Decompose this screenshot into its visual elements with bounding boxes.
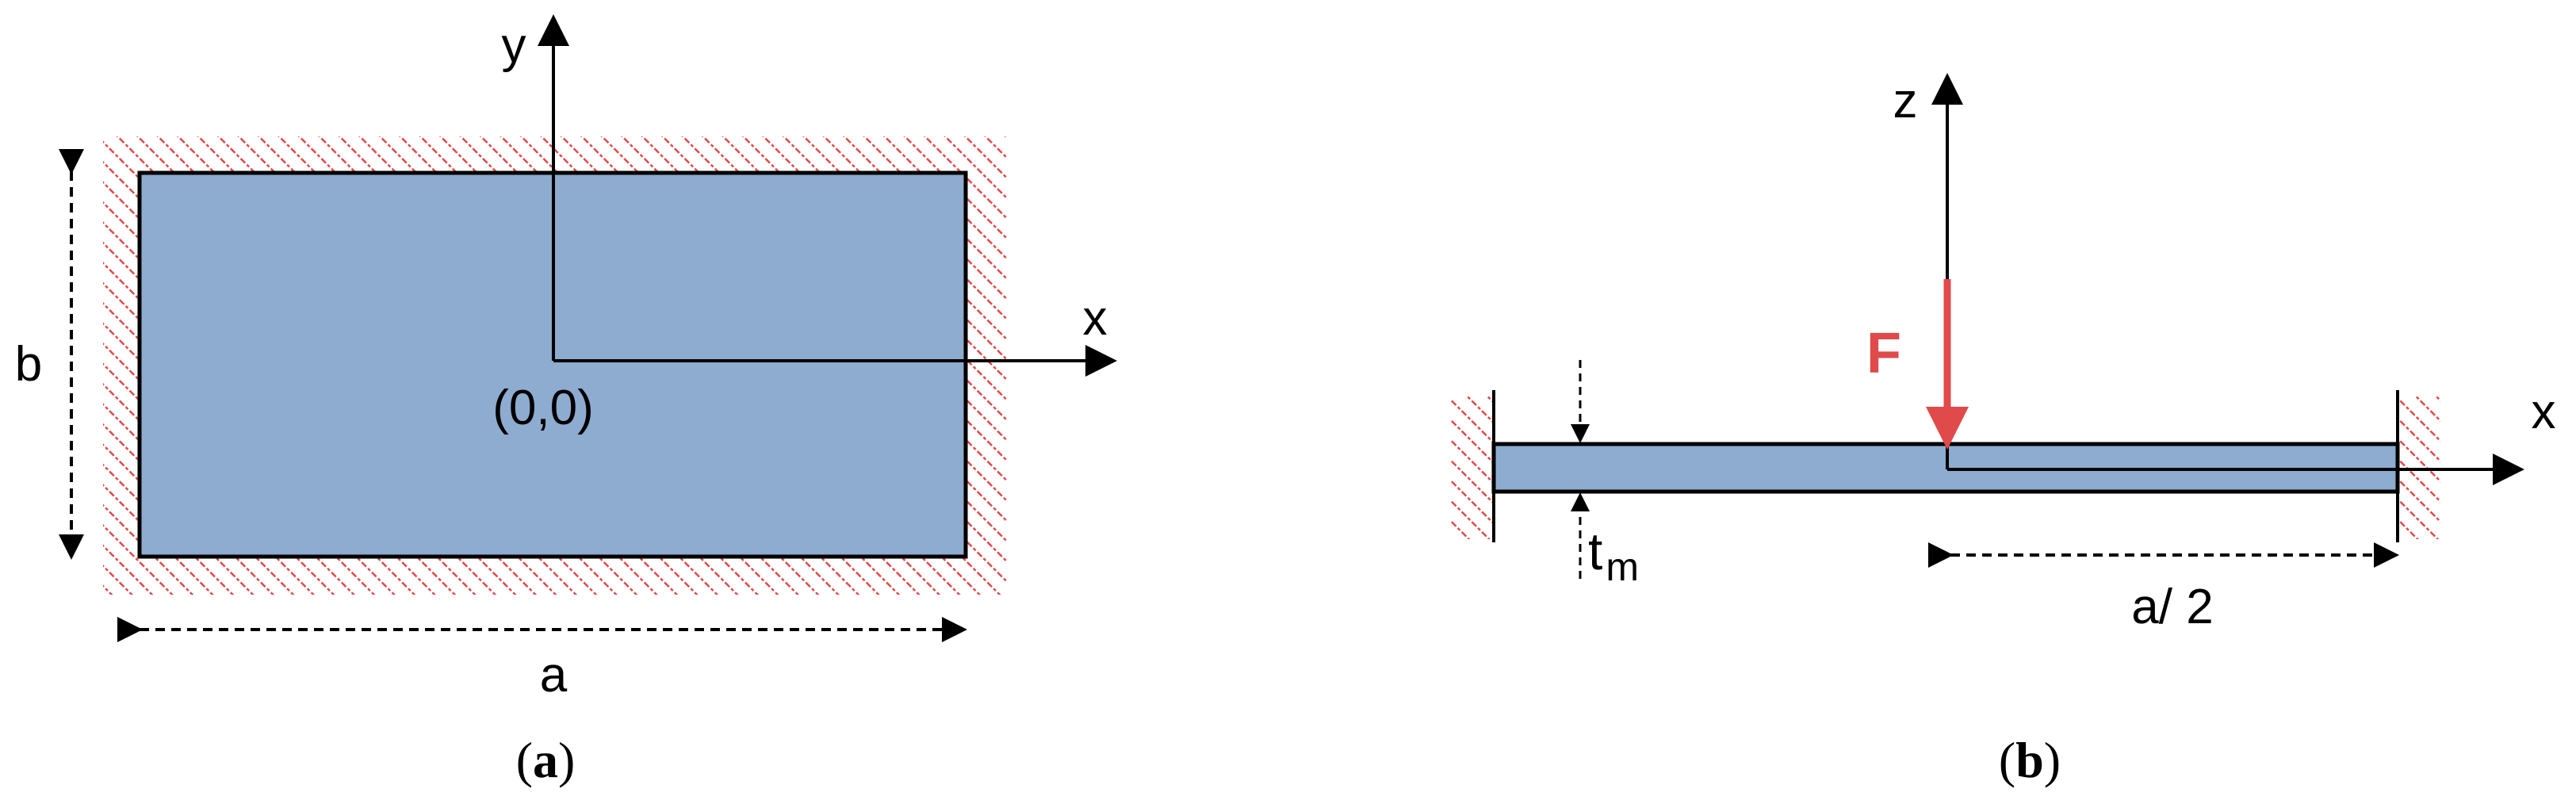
panel-a: y x (0,0) b a (a)	[15, 14, 1117, 788]
dimension-b-label: b	[15, 337, 42, 392]
panel-b: z x F tm a/ 2 (b)	[1451, 73, 2556, 788]
y-axis-label: y	[502, 18, 526, 73]
z-axis-label: z	[1893, 74, 1918, 128]
caption-a: (a)	[516, 732, 576, 788]
caption-b: (b)	[1999, 732, 2061, 788]
dimension-a-label: a	[540, 648, 568, 703]
thickness-symbol: t	[1588, 522, 1602, 580]
thickness-label: tm	[1588, 522, 1639, 589]
dimension-half-a-label: a/ 2	[2131, 580, 2213, 634]
x-axis-label: x	[1083, 291, 1108, 346]
thickness-subscript: m	[1606, 545, 1639, 589]
x-axis-label-b: x	[2532, 385, 2556, 439]
left-clamp-hatch	[1451, 396, 1492, 539]
force-label: F	[1866, 322, 1901, 385]
origin-label: (0,0)	[492, 381, 593, 435]
